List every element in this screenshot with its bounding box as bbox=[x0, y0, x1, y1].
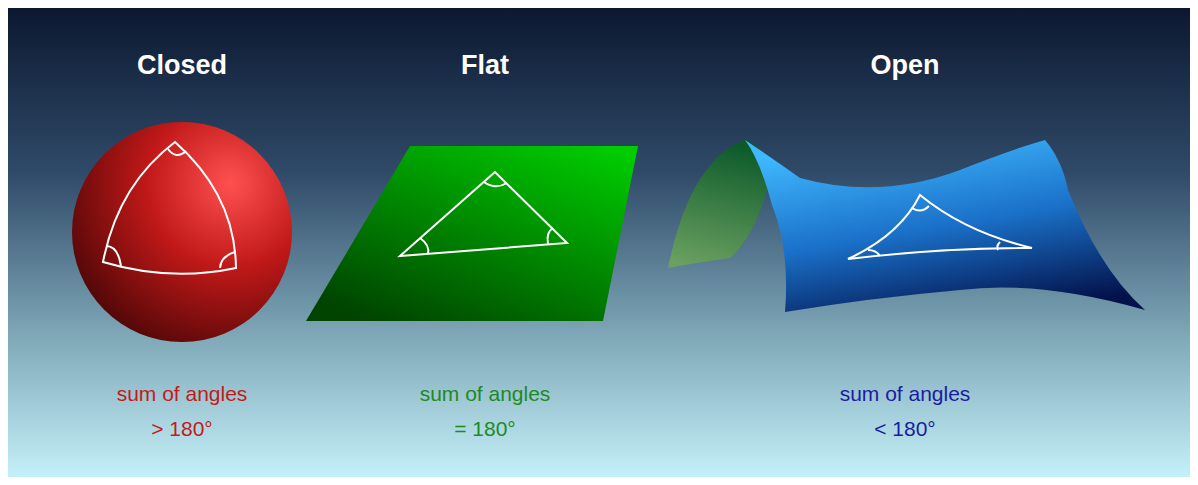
angle-sum-caption: sum of angles > 180° bbox=[111, 376, 253, 446]
angle-sum-caption: sum of angles = 180° bbox=[414, 376, 556, 446]
saddle-surface bbox=[745, 140, 1145, 312]
angle-sum-caption: sum of angles < 180° bbox=[834, 376, 976, 446]
sphere bbox=[72, 122, 292, 342]
flat-triangle bbox=[400, 172, 567, 256]
geometry-title: Flat bbox=[461, 49, 509, 81]
hyperbolic-triangle bbox=[848, 195, 1032, 259]
geometry-title: Closed bbox=[137, 49, 227, 81]
background bbox=[8, 8, 1190, 477]
geometry-title: Open bbox=[870, 49, 939, 81]
spherical-triangle bbox=[103, 142, 236, 274]
flat-plane bbox=[306, 146, 638, 321]
